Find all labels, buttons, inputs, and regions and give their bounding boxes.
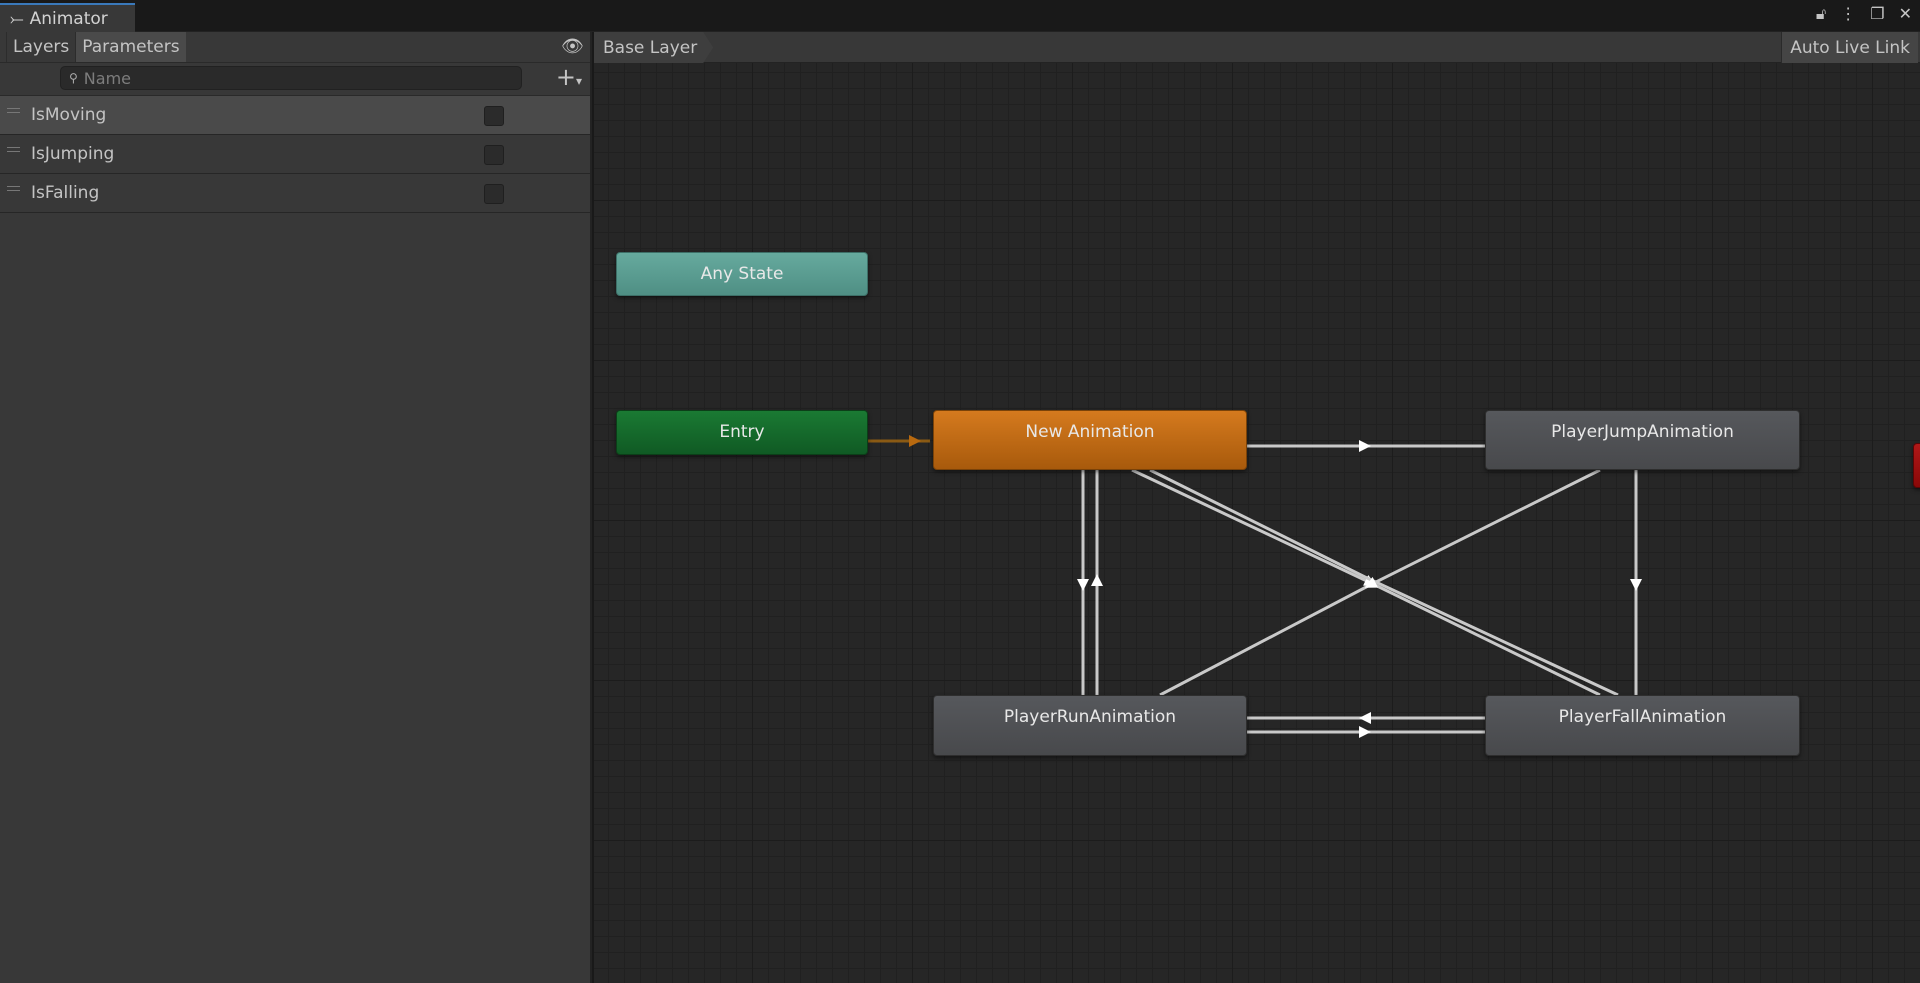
parameter-row[interactable]: IsMoving <box>0 96 590 135</box>
player-jump-animation-state[interactable]: PlayerJumpAnimation <box>1485 410 1800 470</box>
parameter-search-input[interactable]: ⚲Name <box>60 66 522 90</box>
lock-icon[interactable]: 🔓︎ <box>1815 4 1827 23</box>
more-menu-icon[interactable]: ⋮ <box>1840 4 1857 23</box>
tab-parameters[interactable]: Parameters <box>75 32 186 62</box>
animator-tab[interactable]: ⤚Animator <box>0 3 135 32</box>
player-fall-animation-state[interactable]: PlayerFallAnimation <box>1485 695 1800 756</box>
parameter-checkbox[interactable] <box>484 184 504 204</box>
search-icon: ⚲ <box>69 71 78 85</box>
maximize-icon[interactable]: ❐ <box>1870 4 1885 23</box>
parameter-row[interactable]: IsFalling <box>0 174 590 213</box>
eye-icon[interactable]: 👁︎ <box>561 36 584 57</box>
entry-node[interactable]: Entry <box>616 410 868 455</box>
state-machine-graph[interactable] <box>594 32 1920 983</box>
tab-layers[interactable]: Layers <box>6 32 75 62</box>
transition-fall-new <box>1149 468 1619 697</box>
drag-handle-icon[interactable] <box>7 186 20 191</box>
parameter-checkbox[interactable] <box>484 106 504 126</box>
animator-icon: ⤚ <box>10 8 24 29</box>
drag-handle-icon[interactable] <box>7 108 20 113</box>
transition-jump-run <box>1159 468 1601 697</box>
close-icon[interactable]: ✕ <box>1898 4 1912 23</box>
window-tab-bar: ⤚Animator 🔓︎ ⋮ ❐ ✕ <box>0 0 1920 32</box>
new-animation-state[interactable]: New Animation <box>933 410 1247 470</box>
parameter-row[interactable]: IsJumping <box>0 135 590 174</box>
breadcrumb-base-layer[interactable]: Base Layer <box>594 32 713 63</box>
exit-node[interactable] <box>1913 443 1920 488</box>
parameters-panel: Layers Parameters 👁︎ ⚲Name +▾ IsMoving I… <box>0 32 592 983</box>
drag-handle-icon[interactable] <box>7 147 20 152</box>
any-state-node[interactable]: Any State <box>616 252 868 296</box>
parameter-checkbox[interactable] <box>484 145 504 165</box>
add-parameter-button[interactable]: +▾ <box>555 63 582 91</box>
auto-live-link-button[interactable]: Auto Live Link <box>1781 32 1918 63</box>
player-run-animation-state[interactable]: PlayerRunAnimation <box>933 695 1247 756</box>
